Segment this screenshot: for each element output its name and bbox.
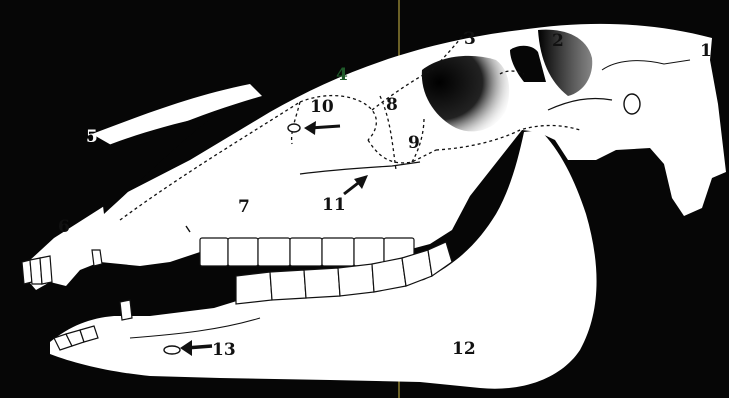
- infraorbital-foramen: [288, 124, 300, 132]
- label-9: 9: [408, 133, 420, 153]
- label-6: 6: [58, 217, 70, 237]
- label-7: 7: [238, 197, 250, 217]
- label-12: 12: [452, 339, 476, 359]
- label-11: 11: [322, 195, 346, 215]
- label-3: 3: [464, 29, 476, 49]
- label-8: 8: [386, 95, 398, 115]
- label-2: 2: [552, 31, 564, 51]
- mental-foramen: [164, 346, 180, 354]
- label-1: 1: [700, 41, 712, 61]
- label-10: 10: [310, 97, 334, 117]
- label-13: 13: [212, 340, 236, 360]
- label-5: 5: [86, 127, 98, 147]
- label-4: 4: [336, 65, 348, 85]
